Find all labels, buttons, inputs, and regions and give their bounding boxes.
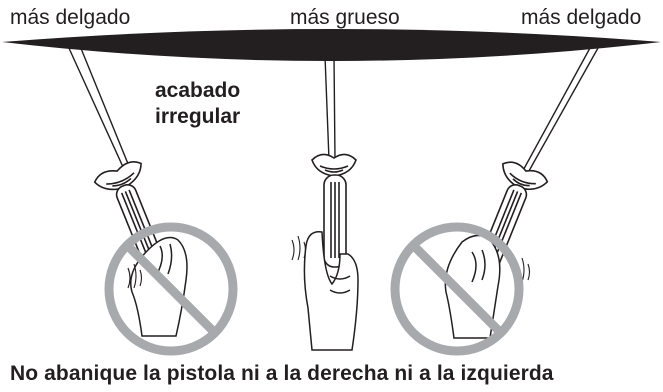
label-irregular-finish: acabado irregular (155, 78, 240, 130)
motion-lines-icon (127, 263, 143, 289)
prohibition-icon-left (104, 222, 238, 356)
coating-thickness-band (2, 29, 661, 61)
label-thinner-right: más delgado (521, 6, 642, 29)
spray-cone-right (519, 47, 599, 179)
label-irregular-finish-line2: irregular (155, 105, 241, 128)
spray-gun-icon (93, 161, 142, 191)
prohibition-icon (104, 222, 238, 356)
motion-lines-center (291, 235, 307, 261)
spray-cone-center (324, 55, 336, 161)
spray-gun-center (311, 153, 357, 268)
label-thicker-center: más grueso (290, 6, 400, 29)
prohibition-icon-right (390, 222, 524, 356)
motion-lines-left (127, 263, 143, 289)
label-thinner-left: más delgado (10, 6, 131, 29)
caption: No abanique la pistola ni a la derecha n… (10, 362, 554, 385)
spray-cone-left (67, 45, 134, 179)
label-irregular-finish-line1: acabado (155, 79, 241, 102)
hand-center (303, 231, 359, 351)
